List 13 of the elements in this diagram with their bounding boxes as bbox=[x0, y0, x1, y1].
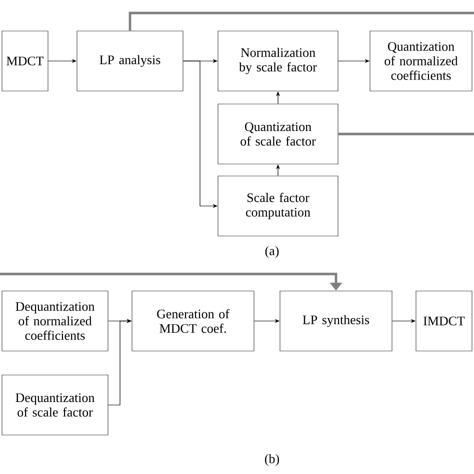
process-box: Dequantization of normalized coefficients bbox=[2, 290, 108, 352]
process-box: IMDCT bbox=[416, 290, 472, 352]
process-box: Scale factor computation bbox=[218, 176, 338, 236]
caption: (a) bbox=[265, 246, 279, 258]
process-box: Generation of MDCT coef. bbox=[132, 290, 254, 352]
process-box: Quantization of normalized coefficients bbox=[370, 30, 472, 92]
process-box: LP synthesis bbox=[280, 290, 392, 352]
process-box: LP analysis bbox=[76, 30, 184, 92]
process-box: Quantization of scale factor bbox=[218, 104, 338, 164]
caption: (b) bbox=[265, 454, 280, 466]
process-box: Dequantization of scale factor bbox=[2, 374, 108, 436]
process-box: MDCT bbox=[2, 30, 48, 92]
process-box: Normalization by scale factor bbox=[218, 30, 338, 92]
